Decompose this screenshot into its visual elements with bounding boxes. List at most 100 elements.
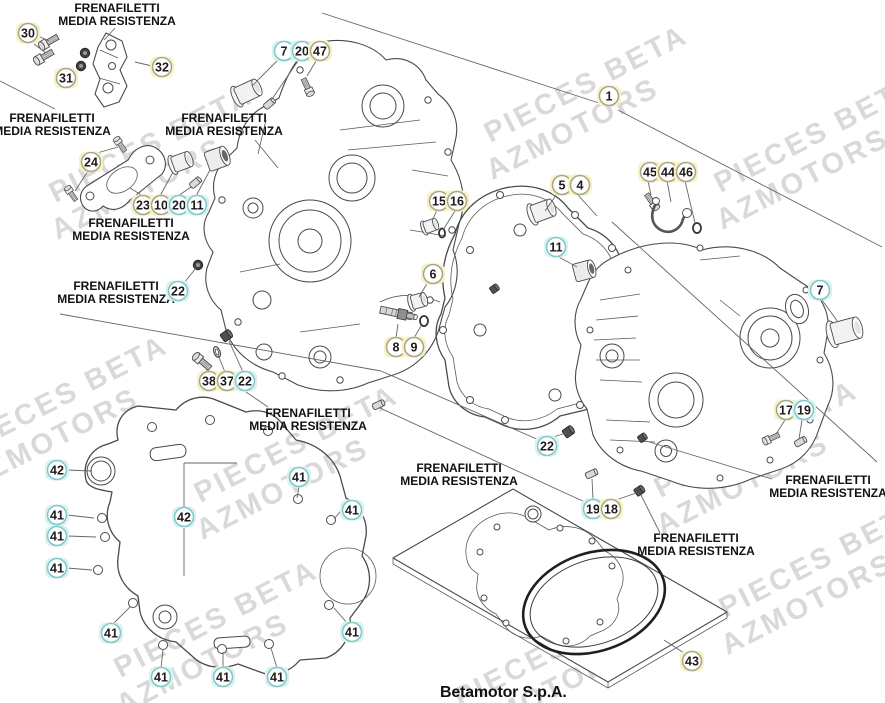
bushing-part	[407, 292, 429, 312]
leader-line	[611, 221, 878, 463]
oring-part	[419, 315, 429, 327]
leader-line	[217, 354, 226, 373]
svg-text:MEDIA RESISTENZA: MEDIA RESISTENZA	[57, 292, 175, 306]
svg-text:41: 41	[345, 626, 359, 640]
bushing-part	[526, 198, 557, 226]
part-callout-22: 22	[535, 435, 559, 457]
leader-line	[821, 299, 839, 323]
leader-line	[321, 12, 600, 104]
washer-part	[213, 346, 221, 358]
oring-part	[692, 222, 702, 234]
leader-line	[615, 492, 637, 501]
bolt-part	[32, 48, 55, 66]
base-plate-drawing	[392, 488, 728, 689]
crankcase-gasket-drawing	[84, 396, 377, 675]
nut-part	[75, 60, 87, 72]
svg-text:FRENAFILETTI: FRENAFILETTI	[785, 473, 870, 487]
part-callout-47: 47	[308, 40, 332, 62]
part-callout-20: 20	[167, 194, 191, 216]
part-callout-19: 19	[581, 498, 605, 520]
leader-line	[684, 180, 696, 224]
svg-text:8: 8	[393, 341, 400, 355]
part-callout-1: 1	[597, 85, 621, 107]
leader-line	[0, 80, 56, 110]
leader-line	[112, 606, 131, 625]
leader-line	[74, 170, 89, 192]
svg-text:9: 9	[411, 341, 418, 355]
leader-line	[66, 469, 93, 472]
svg-text:10: 10	[154, 199, 168, 213]
leader-line	[96, 146, 119, 154]
svg-text:23: 23	[136, 199, 150, 213]
plug-part	[633, 484, 646, 497]
svg-text:37: 37	[220, 375, 234, 389]
bolt-part	[112, 136, 128, 154]
svg-text:18: 18	[604, 503, 618, 517]
leader-line	[666, 180, 672, 203]
svg-text:5: 5	[559, 179, 566, 193]
svg-text:41: 41	[292, 471, 306, 485]
part-callout-7: 7	[808, 279, 832, 301]
svg-text:44: 44	[661, 166, 675, 180]
svg-text:20: 20	[172, 199, 186, 213]
svg-text:32: 32	[155, 61, 169, 75]
svg-text:43: 43	[685, 655, 699, 669]
svg-text:41: 41	[345, 504, 359, 518]
part-callout-46: 46	[674, 161, 698, 183]
svg-text:7: 7	[817, 284, 824, 298]
svg-text:MEDIA RESISTENZA: MEDIA RESISTENZA	[58, 14, 176, 28]
nut-part	[79, 47, 91, 59]
svg-text:MEDIA RESISTENZA: MEDIA RESISTENZA	[0, 124, 111, 138]
svg-text:15: 15	[432, 195, 446, 209]
artwork-layer	[79, 32, 834, 689]
part-callout-41: 41	[287, 466, 311, 488]
bolt-part	[63, 185, 79, 203]
small-parts-layer	[32, 33, 864, 497]
svg-text:47: 47	[313, 45, 327, 59]
svg-text:FRENAFILETTI: FRENAFILETTI	[74, 1, 159, 15]
part-callout-41: 41	[340, 499, 364, 521]
part-callout-41: 41	[99, 622, 123, 644]
svg-text:22: 22	[540, 440, 554, 454]
svg-text:MEDIA RESISTENZA: MEDIA RESISTENZA	[72, 229, 190, 243]
svg-text:22: 22	[171, 285, 185, 299]
svg-text:41: 41	[270, 671, 284, 685]
engine-bracket-drawing	[92, 32, 128, 108]
leader-line	[576, 193, 598, 217]
svg-text:41: 41	[104, 627, 118, 641]
pipe-part	[650, 197, 692, 234]
part-callout-41: 41	[265, 666, 289, 688]
svg-text:45: 45	[643, 166, 657, 180]
part-callout-41: 41	[340, 621, 364, 643]
part-callout-37: 37	[215, 370, 239, 392]
nut-part	[192, 259, 204, 271]
part-callout-11: 11	[185, 194, 209, 216]
leader-line	[251, 59, 279, 87]
part-callout-41: 41	[45, 557, 69, 579]
leader-line	[379, 407, 588, 504]
svg-text:1: 1	[606, 90, 613, 104]
svg-text:FRENAFILETTI: FRENAFILETTI	[416, 461, 501, 475]
part-callout-16: 16	[445, 190, 469, 212]
leader-lines-layer	[0, 12, 883, 669]
svg-text:MEDIA RESISTENZA: MEDIA RESISTENZA	[769, 486, 885, 500]
part-callout-38: 38	[197, 370, 221, 392]
leader-line	[431, 209, 438, 222]
svg-text:MEDIA RESISTENZA: MEDIA RESISTENZA	[400, 474, 518, 488]
part-callout-31: 31	[54, 67, 78, 89]
part-callout-42: 42	[45, 459, 69, 481]
leader-line	[544, 193, 558, 212]
svg-text:30: 30	[21, 27, 35, 41]
svg-text:41: 41	[50, 562, 64, 576]
plug-part	[637, 432, 648, 443]
leader-line	[645, 440, 773, 480]
